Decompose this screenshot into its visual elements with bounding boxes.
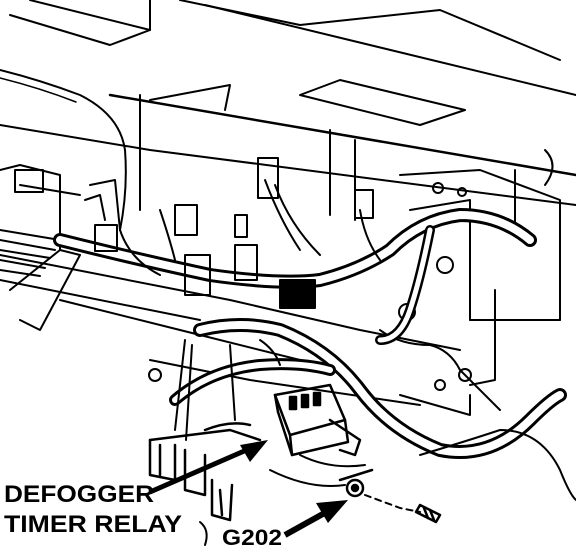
ground-callout-arrow xyxy=(283,500,348,538)
wiring-harness xyxy=(0,69,576,501)
relay-callout-arrow xyxy=(149,440,268,495)
ground-g202 xyxy=(338,468,442,524)
panel-carrier xyxy=(0,0,576,416)
label-leader xyxy=(199,521,208,546)
label-ground-g202: G202 xyxy=(222,525,282,550)
harness-connectors xyxy=(14,157,374,309)
label-timer-relay: TIMER RELAY xyxy=(4,511,182,538)
label-defogger: DEFOGGER xyxy=(4,481,154,508)
left-trim-hatching xyxy=(0,229,81,331)
defogger-timer-relay xyxy=(273,383,362,457)
lower-bracket xyxy=(148,422,262,522)
